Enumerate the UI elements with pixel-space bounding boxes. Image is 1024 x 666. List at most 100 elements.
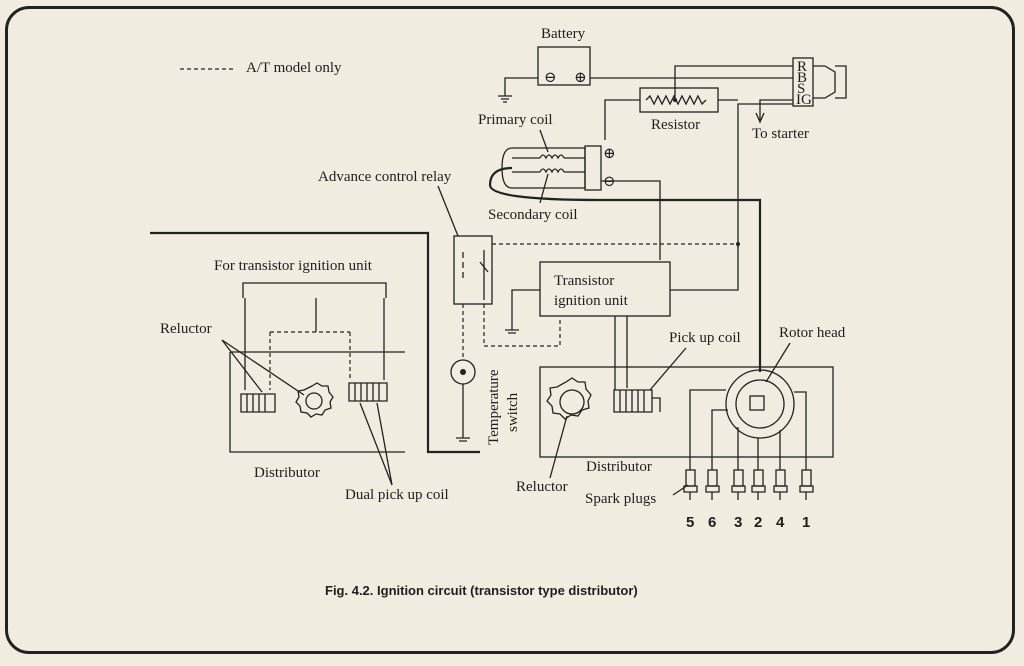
plug-number-2: 2 bbox=[754, 514, 762, 531]
transistor-ignition-unit bbox=[539, 261, 671, 317]
spark-plug-2 bbox=[751, 469, 766, 500]
temperature-switch-center bbox=[460, 369, 466, 375]
battery-label: Battery bbox=[541, 26, 586, 42]
primary-coil-label: Primary coil bbox=[478, 112, 553, 128]
battery-ground-wire bbox=[504, 77, 538, 96]
transistor-unit-label-line2: ignition unit bbox=[554, 293, 629, 309]
right-pickup-coil-icon bbox=[613, 389, 653, 413]
resistor-to-coil-wire bbox=[604, 99, 640, 140]
right-reluctor-icon bbox=[546, 377, 592, 420]
right-distributor-body bbox=[539, 366, 834, 458]
relay-leader bbox=[437, 185, 459, 237]
coil-terminal-block bbox=[584, 145, 602, 191]
left-section-border bbox=[150, 231, 480, 454]
switch-terminal-r: R bbox=[797, 59, 807, 75]
high-tension-lead bbox=[488, 166, 762, 372]
secondary-winding bbox=[539, 168, 565, 174]
plug-lead-1 bbox=[794, 391, 807, 470]
left-distributor-label: Distributor bbox=[254, 465, 320, 481]
plug-number-5: 5 bbox=[686, 514, 694, 531]
left-reluctor-leader bbox=[221, 339, 305, 396]
dual-pickup-dashed-leads bbox=[269, 331, 351, 390]
temperature-switch-label-line1: Temperature bbox=[486, 369, 502, 445]
switch-starter-wire bbox=[759, 99, 793, 120]
dual-pickup-leader-b bbox=[376, 402, 393, 486]
rotor-head-cap bbox=[725, 369, 795, 439]
rotor-head-leader bbox=[765, 342, 791, 383]
secondary-coil-leader bbox=[539, 173, 549, 204]
right-reluctor-hub bbox=[559, 389, 585, 415]
spark-plug-1 bbox=[799, 469, 814, 500]
coil-neg-wire bbox=[601, 180, 661, 260]
spark-plug-6 bbox=[705, 469, 720, 500]
battery-ground-symbol bbox=[498, 95, 512, 103]
plug-number-3: 3 bbox=[734, 514, 742, 531]
battery-box bbox=[537, 46, 591, 86]
plug-number-4: 4 bbox=[776, 514, 785, 531]
pickup-coil-label: Pick up coil bbox=[669, 330, 741, 346]
ignition-coil-body bbox=[501, 147, 586, 189]
left-distributor-body bbox=[229, 351, 405, 453]
ignition-switch-body bbox=[813, 65, 836, 99]
left-pickup-coil-b bbox=[348, 382, 388, 402]
left-reluctor-hub bbox=[305, 392, 323, 410]
battery-pos-terminal: ⊕ bbox=[574, 70, 587, 86]
left-pickup-coil-a bbox=[240, 393, 276, 413]
left-reluctor-leader-2 bbox=[221, 339, 263, 393]
primary-winding bbox=[539, 154, 565, 160]
advance-control-relay-label: Advance control relay bbox=[318, 169, 452, 185]
temperature-switch-ground bbox=[456, 384, 470, 442]
transistor-unit-label-line1: Transistor bbox=[554, 273, 614, 289]
resistor-label: Resistor bbox=[651, 117, 700, 133]
dual-pickup-coil-label: Dual pick up coil bbox=[345, 487, 449, 503]
right-reluctor-leader bbox=[549, 415, 568, 479]
right-reluctor-label: Reluctor bbox=[516, 479, 568, 495]
ignition-key-icon bbox=[835, 65, 847, 99]
advance-control-relay-box bbox=[453, 235, 493, 305]
pickup-coil-lead bbox=[652, 397, 661, 412]
ignition-switch-box bbox=[792, 57, 814, 107]
switch-terminal-b: B bbox=[797, 70, 807, 86]
unit-ground bbox=[505, 289, 540, 334]
switch-r-wire bbox=[674, 65, 793, 100]
rotor-head-center bbox=[749, 395, 765, 411]
resistor-tap-junction bbox=[673, 98, 677, 102]
legend-text: A/T model only bbox=[246, 60, 342, 76]
spark-plugs-label: Spark plugs bbox=[585, 491, 656, 507]
coil-internal-leads bbox=[512, 157, 585, 173]
for-transistor-unit-label: For transistor ignition unit bbox=[214, 258, 373, 274]
right-distributor-label: Distributor bbox=[586, 459, 652, 475]
plug-number-1: 1 bbox=[802, 514, 810, 531]
relay-contacts bbox=[462, 250, 489, 300]
pickup-coil-leader bbox=[649, 347, 687, 391]
relay-to-unit-dashed bbox=[483, 304, 561, 347]
plug-lead-5 bbox=[689, 389, 726, 470]
spark-plug-4 bbox=[773, 469, 788, 500]
plug-number-6: 6 bbox=[708, 514, 716, 531]
unit-bracket bbox=[242, 282, 387, 298]
unit-to-pickup-wires bbox=[614, 316, 628, 390]
switch-terminal-ig: IG bbox=[796, 92, 812, 108]
spark-plug-5 bbox=[683, 469, 698, 500]
battery-neg-terminal: ⊖ bbox=[544, 70, 557, 86]
plug-lead-3 bbox=[736, 427, 739, 470]
figure-caption: Fig. 4.2. Ignition circuit (transistor t… bbox=[325, 583, 638, 598]
rotor-head-label: Rotor head bbox=[779, 325, 846, 341]
unit-ig-wire bbox=[670, 244, 739, 291]
temperature-switch-label-line2: switch bbox=[505, 392, 521, 432]
switch-terminal-s: S bbox=[797, 81, 805, 97]
figure-frame bbox=[5, 6, 1015, 654]
left-reluctor-icon bbox=[295, 382, 334, 418]
to-starter-label: To starter bbox=[752, 126, 809, 142]
plug-lead-6 bbox=[711, 409, 728, 470]
spark-plug-3 bbox=[731, 469, 746, 500]
primary-coil-leader bbox=[539, 129, 549, 153]
rotor-head-inner bbox=[735, 379, 785, 429]
left-reluctor-label: Reluctor bbox=[160, 321, 212, 337]
starter-arrow-icon bbox=[755, 112, 765, 124]
coil-neg-terminal: ⊖ bbox=[603, 174, 616, 190]
dual-pickup-leads bbox=[244, 298, 385, 390]
secondary-coil-label: Secondary coil bbox=[488, 207, 578, 223]
dual-pickup-leader-a bbox=[359, 402, 393, 486]
